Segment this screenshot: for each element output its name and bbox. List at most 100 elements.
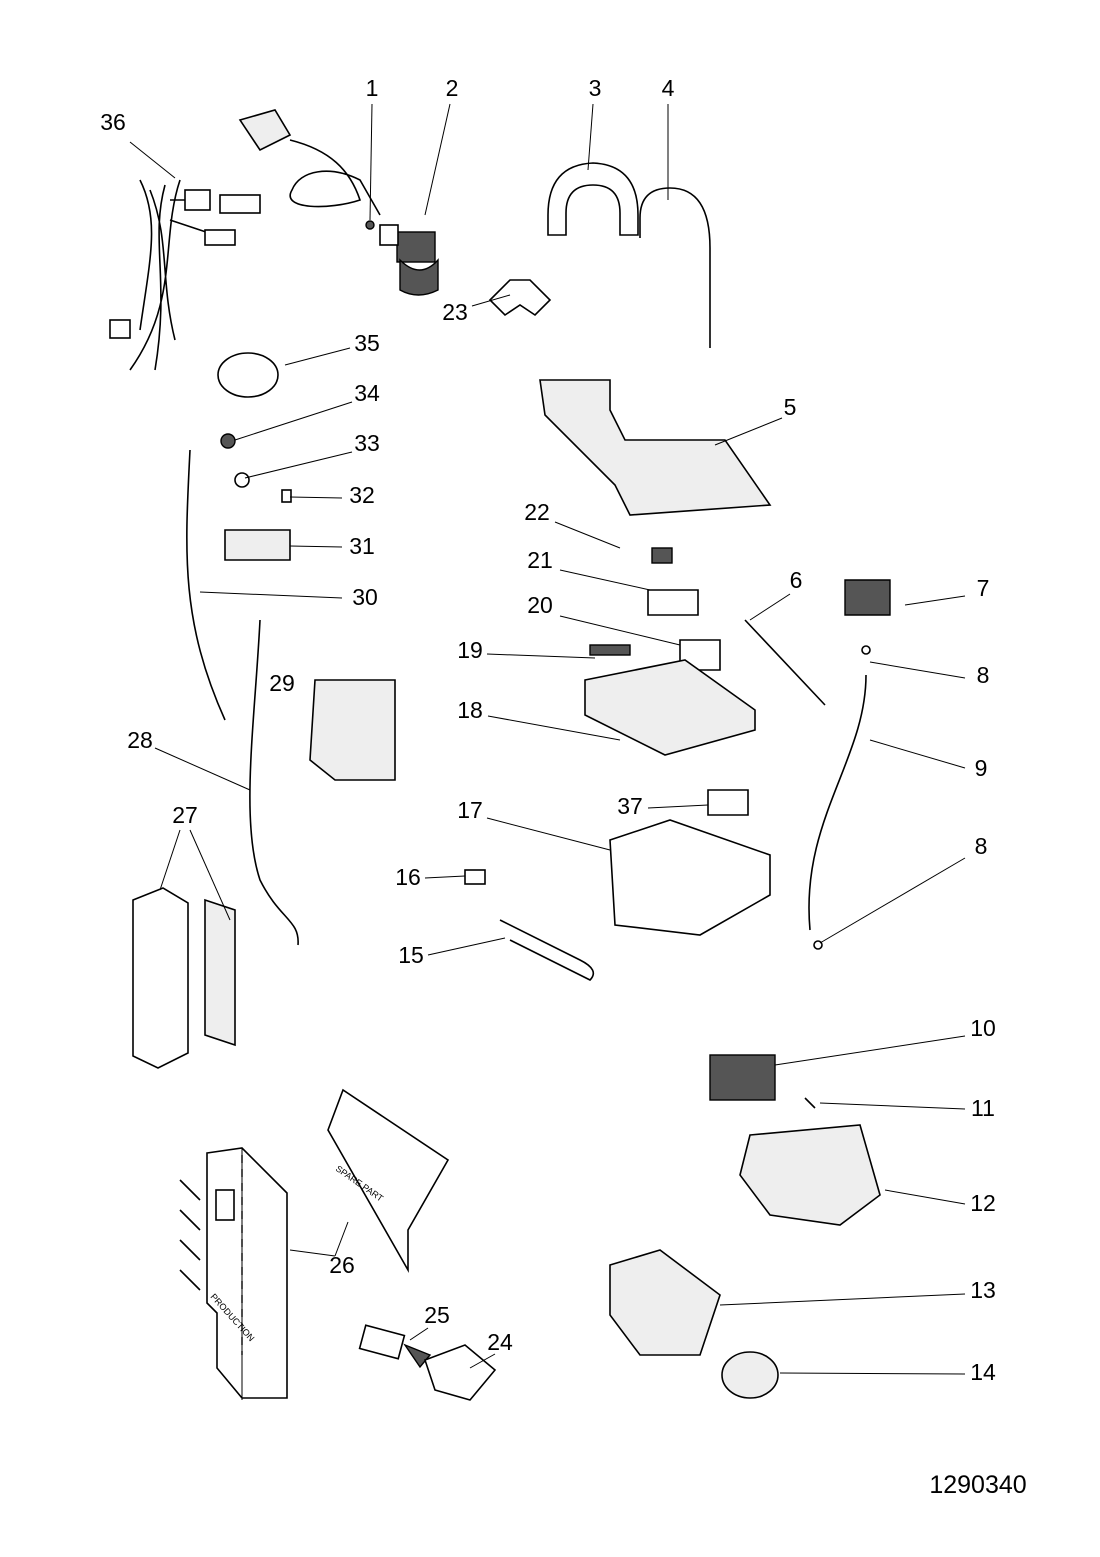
arrows xyxy=(179,1179,201,1291)
leader-line xyxy=(749,593,791,621)
part-label: 33 xyxy=(354,430,380,456)
part-label: 24 xyxy=(487,1329,513,1355)
leader-line xyxy=(559,615,681,646)
part-label: 37 xyxy=(617,793,643,819)
leader-line xyxy=(714,417,783,446)
mains-filter xyxy=(379,224,439,296)
fill-hose xyxy=(186,449,226,721)
part-label: 1 xyxy=(366,75,379,101)
siphon-cover xyxy=(679,639,721,671)
leader-line xyxy=(869,661,966,679)
part-label: 26 xyxy=(329,1252,355,1278)
part-label: 28 xyxy=(127,727,153,753)
y-connector xyxy=(488,279,552,317)
part-label: 22 xyxy=(524,499,550,525)
door-lock xyxy=(309,679,396,781)
power-cord xyxy=(238,109,381,216)
leader-line xyxy=(154,747,251,791)
card-part xyxy=(358,1324,406,1360)
module-part xyxy=(423,1344,497,1401)
leader-line xyxy=(409,1327,429,1341)
leader-line xyxy=(284,347,351,366)
part-label: 9 xyxy=(975,755,988,781)
leader-line xyxy=(869,739,966,769)
leader-line xyxy=(486,817,611,851)
cap-part xyxy=(281,489,292,503)
washer-part xyxy=(220,433,236,449)
part-label: 2 xyxy=(446,75,459,101)
leader-line xyxy=(471,294,511,307)
leader-line xyxy=(904,595,966,606)
leader-line xyxy=(334,1221,349,1257)
seal-part xyxy=(234,472,250,488)
drawer xyxy=(584,659,756,756)
drain-hose xyxy=(639,187,711,348)
part-label: 12 xyxy=(970,1190,996,1216)
leader-line xyxy=(244,451,353,479)
part-label: 3 xyxy=(589,75,602,101)
clip-part xyxy=(861,645,871,655)
leader-line xyxy=(719,1293,966,1306)
part-label: 30 xyxy=(352,584,378,610)
part-label: 31 xyxy=(349,533,375,559)
heater xyxy=(499,919,595,981)
part-label: 11 xyxy=(971,1095,995,1121)
part-label: 10 xyxy=(970,1015,996,1041)
part-label: 13 xyxy=(970,1277,996,1303)
part-label: 35 xyxy=(354,330,380,356)
part-label: 29 xyxy=(269,670,295,696)
leader-line xyxy=(647,804,709,809)
spare-part-sheet: SPARE PART xyxy=(327,1088,450,1274)
part-label: 16 xyxy=(395,864,421,890)
ntc-sensor xyxy=(464,869,486,885)
part-label: 19 xyxy=(457,637,483,663)
pressure-hose xyxy=(808,674,867,931)
leader-line xyxy=(159,829,181,891)
part-label: 5 xyxy=(784,394,797,420)
part-label: 17 xyxy=(457,797,483,823)
production-sheet: PRODUCTION xyxy=(206,1147,288,1400)
diagram-code: 1290340 xyxy=(929,1471,1026,1499)
bar-part xyxy=(744,619,826,706)
pump-filter xyxy=(721,1351,779,1399)
part-label: 23 xyxy=(442,299,468,325)
part-label: 8 xyxy=(977,662,990,688)
leader-line xyxy=(554,521,621,549)
sensor-cable xyxy=(249,619,299,946)
screw-part xyxy=(804,1097,816,1109)
leader-line xyxy=(289,1249,336,1257)
leader-line xyxy=(424,875,466,879)
leader-line xyxy=(884,1189,966,1205)
top-panel xyxy=(539,379,772,516)
leader-line xyxy=(779,1372,966,1375)
inlet-valve xyxy=(224,529,291,561)
leader-line xyxy=(559,569,651,591)
leader-line xyxy=(289,496,343,499)
leader-line xyxy=(819,1102,966,1110)
leader-line xyxy=(427,937,506,956)
lever-part xyxy=(589,644,631,656)
part-label: 21 xyxy=(527,547,553,573)
screw-part xyxy=(365,220,375,230)
leader-line xyxy=(774,1035,966,1066)
leader-line xyxy=(424,103,451,216)
leader-line xyxy=(486,653,596,659)
part-label: 7 xyxy=(977,575,990,601)
electronic-board xyxy=(132,887,236,1069)
part-label: 4 xyxy=(662,75,675,101)
part-label: 8 xyxy=(975,833,988,859)
part-label: 34 xyxy=(354,380,380,406)
label-part xyxy=(707,789,749,816)
leader-line xyxy=(199,591,343,599)
leader-line xyxy=(289,545,343,548)
leader-line xyxy=(587,103,594,171)
part-label: 25 xyxy=(424,1302,450,1328)
leader-line xyxy=(469,1353,496,1369)
pressure-switch xyxy=(844,579,891,616)
leader-line xyxy=(189,829,231,921)
leader-lines xyxy=(129,103,966,1375)
siphon-cap xyxy=(647,589,699,616)
part-label: 18 xyxy=(457,697,483,723)
